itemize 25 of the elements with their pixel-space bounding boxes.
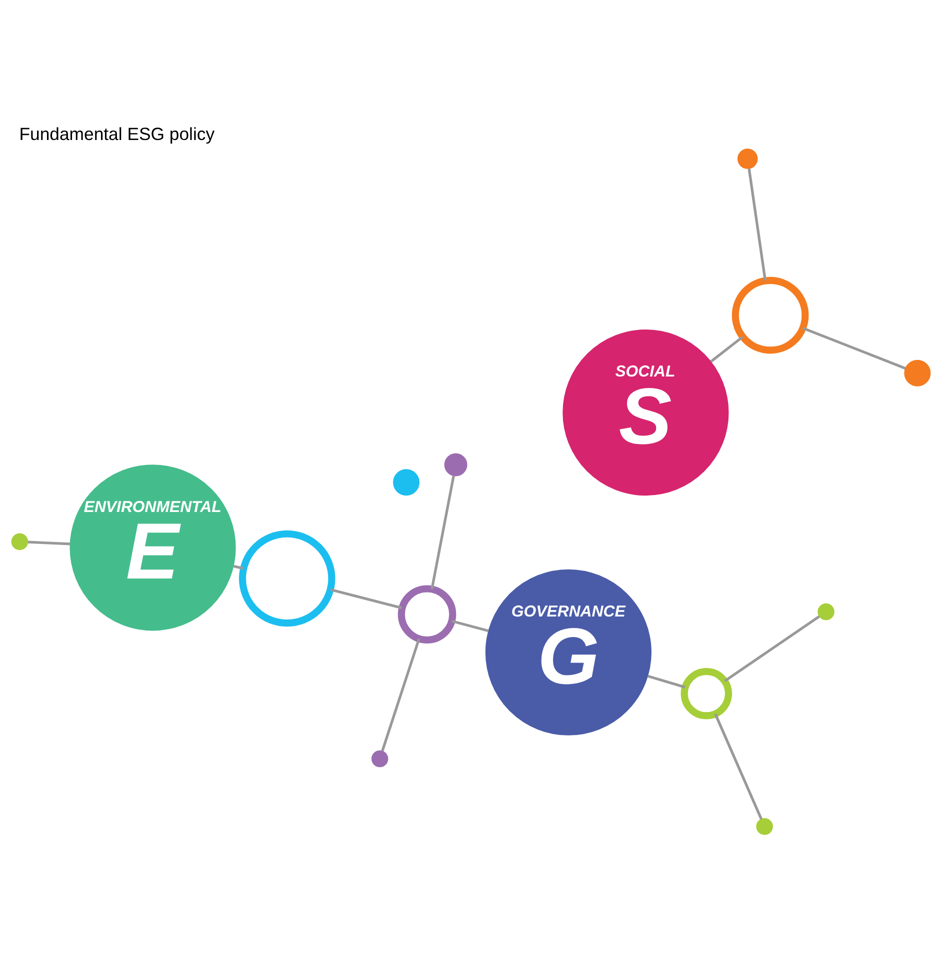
node-circle [398,584,456,644]
connector [381,638,420,751]
node-circle [904,359,931,386]
node-circle [393,468,420,496]
node-circle [680,667,732,719]
connector [710,335,744,362]
connector [748,168,767,280]
connector [724,614,820,682]
node-circle [737,148,758,168]
node-circle [818,602,834,620]
connector [28,540,70,545]
connector [802,326,906,370]
node-circle [444,452,468,476]
node-circle [756,818,773,834]
node-circle [238,530,336,626]
node-circle [371,750,388,767]
connector [452,619,489,632]
connector [648,674,686,688]
connector [330,588,402,609]
connector [430,475,455,589]
diagram-title: Fundamental ESG policy [19,124,215,144]
connector [714,713,763,820]
connector [233,564,244,570]
node-circle [732,276,809,354]
node-circle [11,532,28,550]
